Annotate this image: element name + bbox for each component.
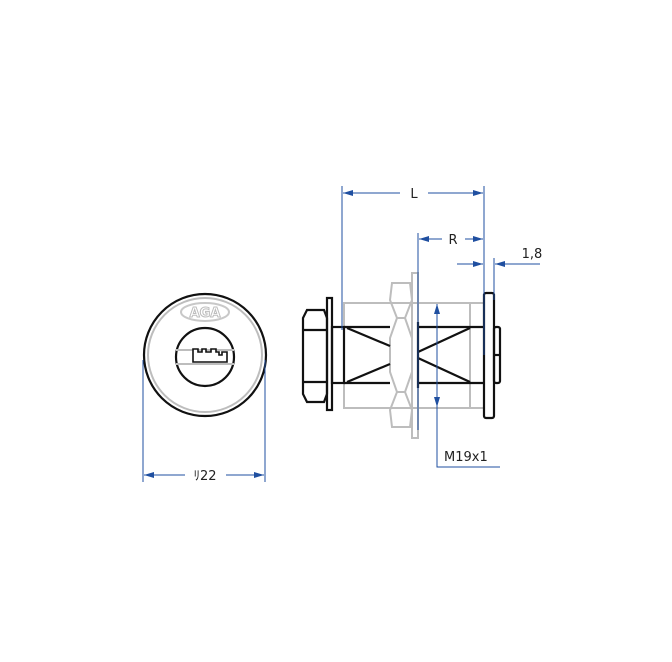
- svg-text:AGA: AGA: [190, 306, 221, 321]
- diameter-label: ﾘ22: [193, 469, 216, 484]
- r-label: R: [448, 233, 457, 248]
- rear-nut: [301, 308, 329, 404]
- aga-logo: AGA: [180, 302, 230, 322]
- front-flange: [482, 291, 496, 420]
- length-label: L: [410, 187, 418, 202]
- rear-stub: [330, 325, 346, 385]
- inner-ring: [147, 297, 263, 413]
- flange-thickness-label: 1,8: [522, 247, 543, 262]
- plug-circle: [174, 326, 236, 388]
- keyway-icon: [192, 348, 228, 363]
- panel-hex-nut: [388, 282, 414, 428]
- front-view: AGA ﾘ22: [142, 292, 268, 484]
- cross-marks: [346, 326, 471, 384]
- threaded-body: [343, 302, 485, 409]
- side-view: L R 1,8 M19x1: [301, 186, 543, 468]
- outer-rim: [142, 292, 268, 418]
- thread-label: M19x1: [444, 450, 488, 465]
